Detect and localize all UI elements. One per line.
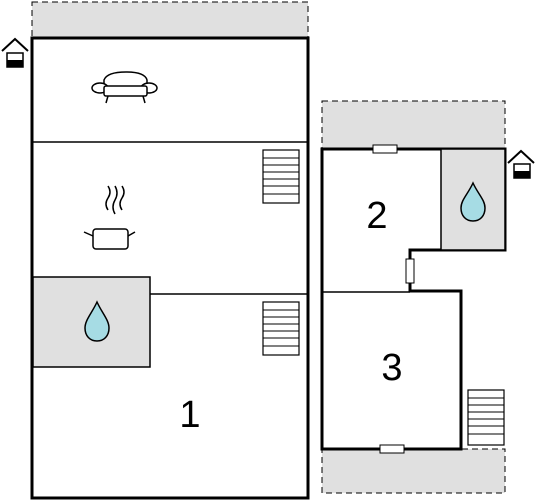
building-left-outline [30, 36, 310, 500]
window-side [405, 258, 415, 284]
cooking-pot-icon [83, 185, 136, 250]
stairs-icon [262, 301, 300, 356]
window-top [372, 144, 398, 154]
room-number-2: 2 [366, 195, 387, 237]
building-right [320, 147, 507, 451]
terrace-top-left [31, 1, 309, 39]
room-number-3: 3 [381, 347, 402, 389]
house-entrance-icon [507, 149, 535, 179]
water-drop-icon [460, 181, 486, 222]
window-bottom [379, 444, 405, 454]
stairs-icon [467, 389, 505, 446]
terrace-top-right [321, 100, 506, 150]
building-left [30, 36, 310, 500]
stairs-icon [262, 149, 300, 204]
terrace-bottom-right [321, 448, 506, 494]
room-number-1: 1 [179, 394, 200, 436]
sofa-icon [91, 71, 158, 104]
house-entrance-icon [1, 37, 29, 68]
bathroom-right [440, 148, 506, 251]
water-drop-icon [84, 300, 110, 342]
